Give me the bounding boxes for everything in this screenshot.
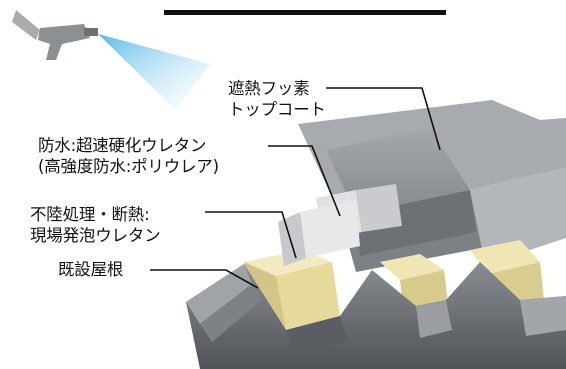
label-topcoat: 遮熱フッ素 トップコート [228, 78, 326, 120]
label-roof-line1: 既設屋根 [58, 260, 124, 279]
waterproof-layer [278, 200, 360, 266]
spray-mist [98, 34, 210, 110]
leader-waterproof [268, 145, 341, 217]
label-waterproof-line1: 防水:超速硬化ウレタン [38, 136, 207, 155]
leader-topcoat [326, 87, 441, 151]
leader-roof [150, 269, 259, 289]
label-roof: 既設屋根 [58, 259, 123, 280]
label-topcoat-line2: トップコート [228, 100, 326, 119]
top-rule [164, 10, 446, 15]
label-waterproof: 防水:超速硬化ウレタン (高強度防水:ポリウレア) [38, 135, 219, 177]
label-insulation-line2: 現場発泡ウレタン [30, 226, 161, 245]
label-topcoat-line1: 遮熱フッ素 [228, 79, 310, 98]
existing-roof-base [186, 262, 566, 369]
label-waterproof-line2: (高強度防水:ポリウレア) [38, 157, 219, 176]
spray-gun-icon [12, 10, 98, 60]
leader-insulation [205, 211, 297, 259]
label-insulation-line1: 不陸処理・断熱: [30, 205, 150, 224]
label-insulation: 不陸処理・断熱: 現場発泡ウレタン [30, 204, 161, 246]
leader-lines [150, 87, 441, 289]
